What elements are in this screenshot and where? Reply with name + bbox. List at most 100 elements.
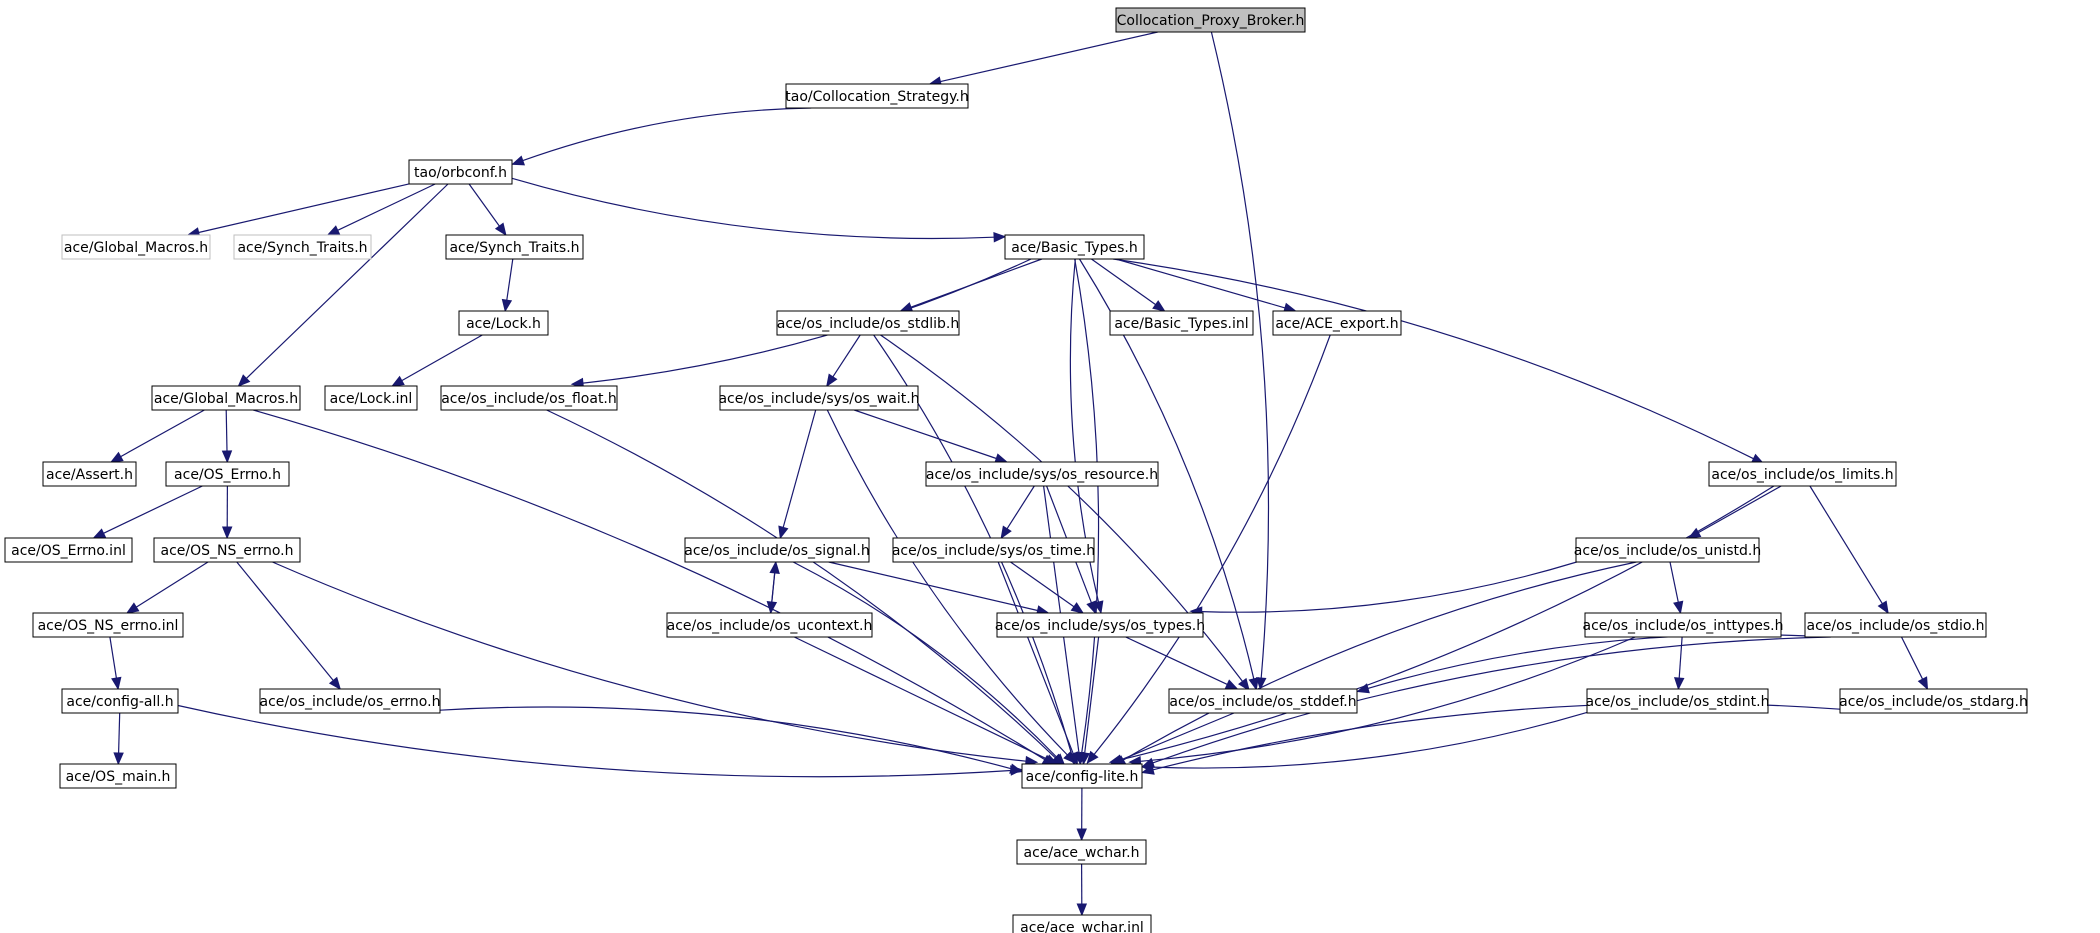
edge-unistd-to-inttypes xyxy=(1669,561,1684,615)
arrowhead-icon xyxy=(391,375,405,387)
arrowhead-icon xyxy=(1000,525,1012,540)
edge-errnoh-to-configlite xyxy=(439,706,1023,774)
node-wcharinl[interactable]: ace/ace_wchar.inl xyxy=(1012,914,1152,933)
edge-line xyxy=(236,561,334,681)
edge-line xyxy=(1367,634,1806,689)
node-gm[interactable]: ace/Global_Macros.h xyxy=(151,385,301,411)
edge-line xyxy=(546,409,1056,759)
node-float[interactable]: ace/os_include/os_float.h xyxy=(440,385,618,411)
node-lockinl[interactable]: ace/Lock.inl xyxy=(324,385,418,411)
edge-line xyxy=(1006,485,1035,530)
node-box xyxy=(61,234,211,260)
node-stdio[interactable]: ace/os_include/os_stdio.h xyxy=(1804,612,1987,638)
edge-line xyxy=(120,409,205,458)
node-nserrnoinl[interactable]: ace/OS_NS_errno.inl xyxy=(32,612,184,638)
node-label: ace/OS_Errno.h xyxy=(174,467,281,483)
arrowhead-icon xyxy=(769,560,780,574)
edge-line xyxy=(118,712,121,754)
node-lock[interactable]: ace/Lock.h xyxy=(458,310,549,336)
node-assert[interactable]: ace/Assert.h xyxy=(42,461,137,487)
edge-line xyxy=(782,409,817,528)
edge-inttypes-to-stdint xyxy=(1673,636,1685,691)
edge-wchar-to-wcharinl xyxy=(1076,863,1088,917)
node-st[interactable]: ace/Synch_Traits.h xyxy=(445,234,584,260)
arrowhead-icon xyxy=(125,602,140,614)
node-oserrno[interactable]: ace/OS_Errno.h xyxy=(165,461,290,487)
node-osmain[interactable]: ace/OS_main.h xyxy=(59,763,177,789)
arrowhead-icon xyxy=(1141,757,1156,768)
node-stdlib[interactable]: ace/os_include/os_stdlib.h xyxy=(776,310,960,336)
node-unistd[interactable]: ace/os_include/os_unistd.h xyxy=(1574,537,1761,563)
edge-line xyxy=(1093,334,1331,755)
edge-line xyxy=(1074,258,1100,754)
edge-line xyxy=(997,561,1074,755)
edge-line xyxy=(511,177,995,240)
arrowhead-icon xyxy=(1248,677,1259,691)
edge-stdlib-to-wait xyxy=(826,334,861,388)
edge-line xyxy=(245,183,449,379)
node-resource[interactable]: ace/os_include/sys/os_resource.h xyxy=(925,461,1159,487)
node-bt[interactable]: ace/Basic_Types.h xyxy=(1004,234,1145,260)
node-box xyxy=(165,461,290,487)
edge-line xyxy=(826,409,1068,756)
arrowhead-icon xyxy=(826,373,838,388)
node-box xyxy=(996,612,1204,638)
node-orb[interactable]: tao/orbconf.h xyxy=(408,159,513,185)
edge-limits-to-unistd xyxy=(1687,485,1782,539)
node-time[interactable]: ace/os_include/sys/os_time.h xyxy=(892,537,1095,563)
node-label: ace/OS_Errno.inl xyxy=(11,543,126,559)
edge-line xyxy=(1669,561,1679,603)
edge-line xyxy=(1112,258,1754,460)
arrowhead-icon xyxy=(1877,600,1889,615)
edge-line xyxy=(225,409,228,452)
node-label: ace/os_include/os_float.h xyxy=(441,391,617,407)
edge-configlite-to-wchar xyxy=(1076,787,1087,842)
arrowhead-icon xyxy=(221,450,233,464)
arrowhead-icon xyxy=(1086,600,1097,615)
node-stddef[interactable]: ace/os_include/os_stddef.h xyxy=(1168,688,1358,714)
node-box xyxy=(1804,612,1987,638)
edge-signal-to-configlite xyxy=(792,561,1066,767)
node-configlite[interactable]: ace/config-lite.h xyxy=(1021,763,1143,789)
node-configall[interactable]: ace/config-all.h xyxy=(61,688,179,714)
node-ucontext[interactable]: ace/os_include/os_ucontext.h xyxy=(666,612,873,638)
node-types[interactable]: ace/os_include/sys/os_types.h xyxy=(995,612,1205,638)
node-wait[interactable]: ace/os_include/sys/os_wait.h xyxy=(718,385,920,411)
arrowhead-icon xyxy=(1673,677,1685,691)
edge-unistd-to-types xyxy=(1189,561,1577,617)
graph-nodes: Collocation_Proxy_Broker.h tao/Collocatio… xyxy=(4,7,2028,933)
edge-line xyxy=(1900,636,1924,680)
node-label: ace/os_include/os_stdint.h xyxy=(1585,694,1769,710)
arrowhead-icon xyxy=(1255,677,1267,691)
arrowhead-icon xyxy=(778,525,789,540)
node-btinl[interactable]: ace/Basic_Types.inl xyxy=(1109,310,1254,336)
edge-line xyxy=(177,704,1012,778)
node-root[interactable]: Collocation_Proxy_Broker.h xyxy=(1115,7,1306,33)
node-box xyxy=(259,688,441,714)
node-wchar[interactable]: ace/ace_wchar.h xyxy=(1016,839,1147,865)
edge-lock-to-lockinl xyxy=(391,334,483,387)
node-oserrnoinl[interactable]: ace/OS_Errno.inl xyxy=(4,537,133,563)
edge-nserrno-to-nserrnoinl xyxy=(125,561,209,614)
node-cs[interactable]: tao/Collocation_Strategy.h xyxy=(785,83,969,109)
node-box xyxy=(42,461,137,487)
edge-root-to-cs xyxy=(928,31,1158,87)
edge-line xyxy=(401,334,483,382)
edge-stdio-to-configlite xyxy=(1141,636,1831,768)
node-export[interactable]: ace/ACE_export.h xyxy=(1272,310,1402,336)
node-errnoh[interactable]: ace/os_include/os_errno.h xyxy=(259,688,441,714)
arrowhead-icon xyxy=(511,155,526,166)
edge-line xyxy=(1152,636,1831,764)
node-stdint[interactable]: ace/os_include/os_stdint.h xyxy=(1585,688,1770,714)
node-inttypes[interactable]: ace/os_include/os_inttypes.h xyxy=(1583,612,1784,638)
arrowhead-icon xyxy=(113,752,124,766)
node-stdarg[interactable]: ace/os_include/os_stdarg.h xyxy=(1839,688,2028,714)
edge-line xyxy=(794,636,1048,760)
node-signal[interactable]: ace/os_include/os_signal.h xyxy=(684,537,870,563)
edge-line xyxy=(198,183,410,234)
node-limits[interactable]: ace/os_include/os_limits.h xyxy=(1708,461,1897,487)
edge-types-to-stddef xyxy=(1125,636,1239,690)
node-nserrno[interactable]: ace/OS_NS_errno.h xyxy=(153,537,301,563)
node-label: ace/Lock.inl xyxy=(330,391,413,407)
